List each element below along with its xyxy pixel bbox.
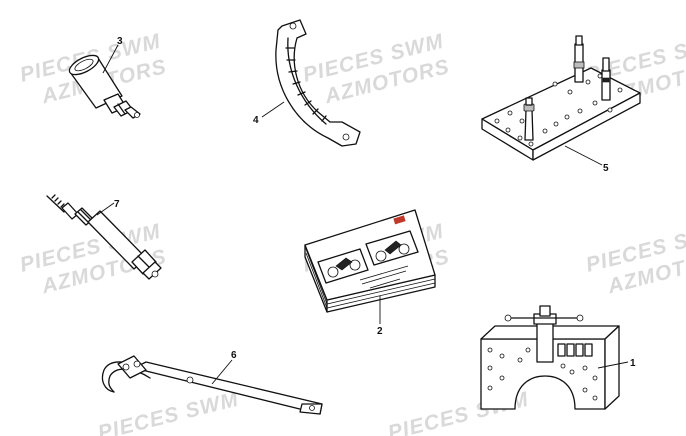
threaded-rod-tool-icon (46, 194, 162, 280)
callout-number: 7 (114, 199, 120, 210)
support-plate-with-pins-icon (481, 35, 641, 161)
curved-holding-tool-icon (275, 19, 361, 147)
callout-number: 2 (377, 326, 383, 337)
callout-number: 1 (630, 358, 636, 369)
callout-number: 4 (253, 115, 259, 126)
callout-number: 6 (231, 350, 237, 361)
pin-spanner-wrench-icon (101, 355, 323, 415)
press-plate-icon (480, 305, 620, 410)
part-6[interactable]: 6 (101, 350, 323, 415)
part-5[interactable]: 5 (481, 35, 641, 174)
watermark-text: PIECES SWM (96, 388, 241, 436)
callout-number: 5 (603, 163, 609, 174)
part-7[interactable]: 7 (46, 194, 162, 280)
part-4[interactable]: 4 (253, 19, 361, 147)
cylindrical-puller-icon (68, 54, 141, 119)
part-1[interactable]: 1 (480, 305, 636, 410)
part-2[interactable]: 2 (304, 209, 436, 337)
part-3[interactable]: 3 (67, 36, 141, 119)
owner-manual-book-icon (304, 209, 436, 313)
callout-number: 3 (117, 36, 123, 47)
